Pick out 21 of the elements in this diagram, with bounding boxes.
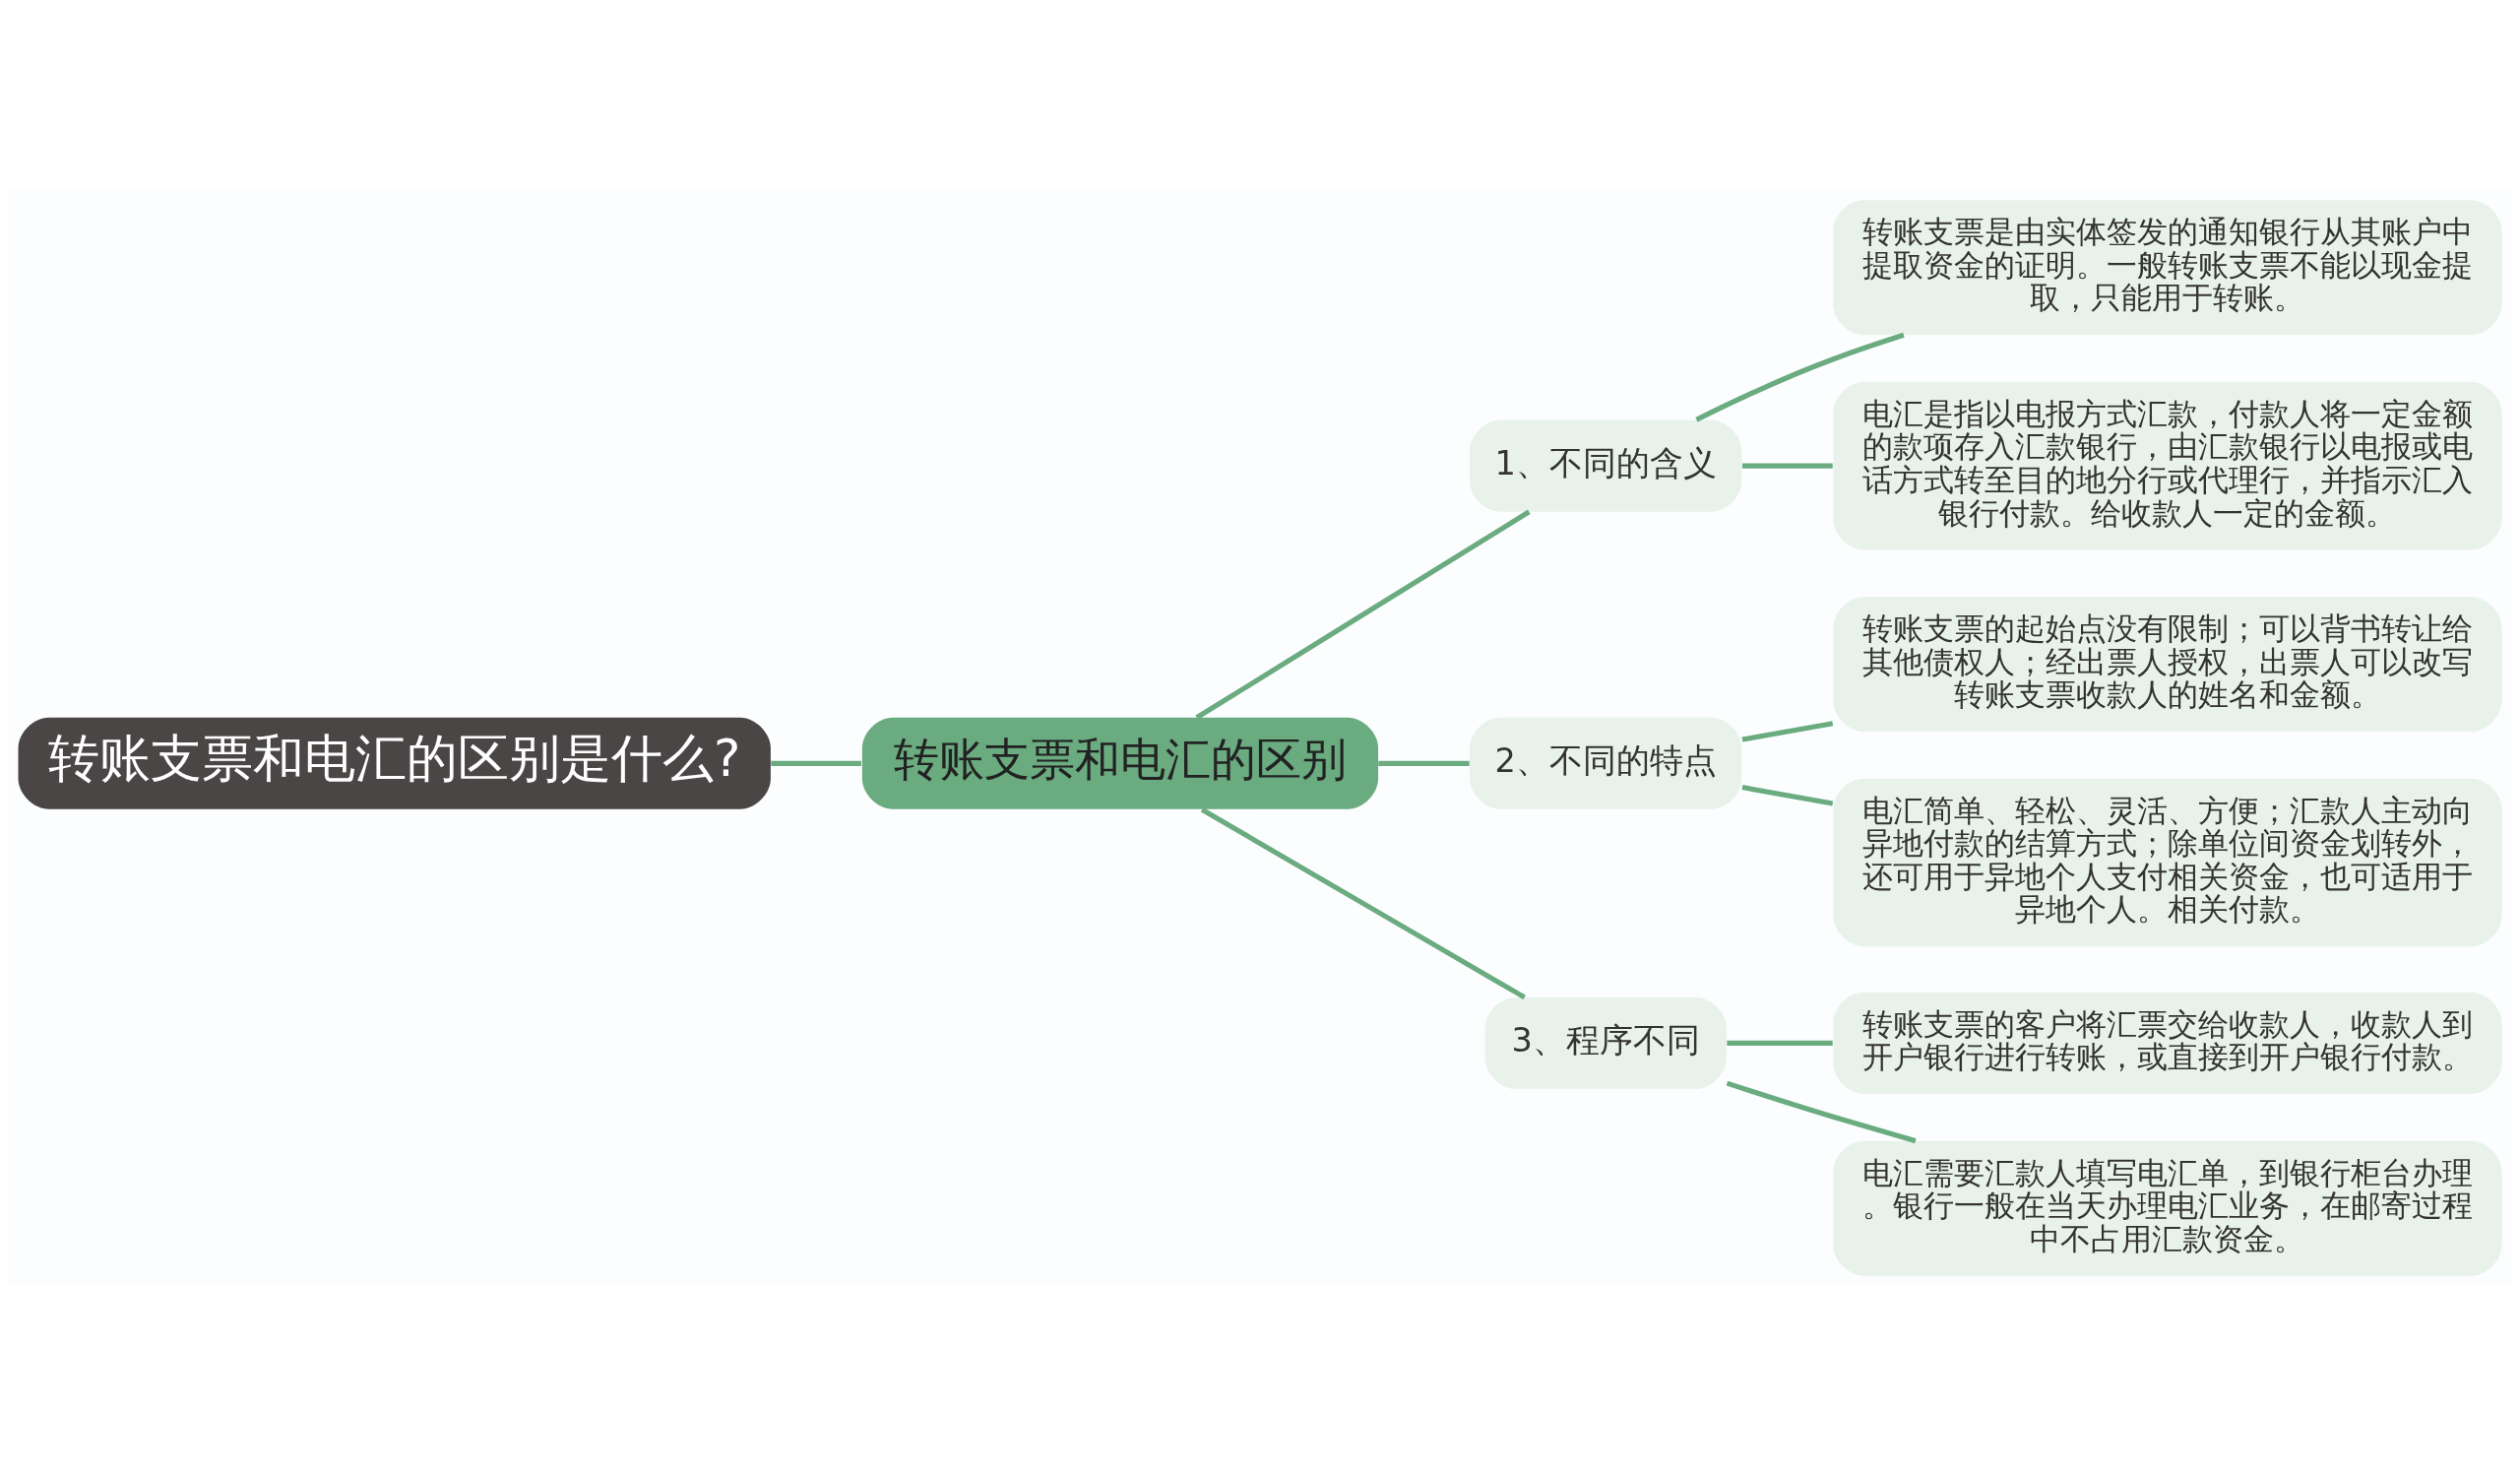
connector xyxy=(1726,1080,1917,1144)
connector xyxy=(1378,760,1470,766)
node-box: 电汇简单、轻松、灵活、方便；汇款人主动向异地付款的结算方式；除单位间资金划转外，还可用于异地个人支付相关资金，也可适用于异地个人。相关付款。 xyxy=(1833,778,2502,947)
connector xyxy=(1727,1040,1833,1046)
node-box: 2、不同的特点 xyxy=(1470,717,1742,809)
node-box: 转账支票的起始点没有限制；可以背书转让给其他债权人；经出票人授权，出票人可以改写转账支票收款人的姓名和金额。 xyxy=(1833,597,2502,733)
node-box: 电汇是指以电报方式汇款，付款人将一定金额的款项存入汇款银行，由汇款银行以电报或电话方式转至目的地分行或代理行，并指示汇入银行付款。给收款人一定的金额。 xyxy=(1833,381,2502,550)
connector xyxy=(1200,807,1526,1000)
connector xyxy=(1195,509,1531,720)
node-box: 转账支票的客户将汇票交给收款人，收款人到开户银行进行转账，或直接到开户银行付款。 xyxy=(1833,992,2502,1095)
connector xyxy=(1695,332,1905,422)
connector xyxy=(1741,463,1833,469)
connector xyxy=(1741,721,1834,742)
node-box: 1、不同的含义 xyxy=(1470,419,1742,512)
connector xyxy=(1741,785,1834,806)
connector xyxy=(771,760,861,766)
node-box: 转账支票是由实体签发的通知银行从其账户中提取资金的证明。一般转账支票不能以现金提取，只能用于转账。 xyxy=(1833,200,2502,336)
node-box: 转账支票和电汇的区别是什么? xyxy=(18,717,771,809)
node-box: 3、程序不同 xyxy=(1484,996,1727,1089)
node-box: 转账支票和电汇的区别 xyxy=(861,717,1379,809)
node-box: 电汇需要汇款人填写电汇单，到银行柜台办理。银行一般在当天办理电汇业务，在邮寄过程中不占用汇款资金。 xyxy=(1833,1140,2502,1276)
